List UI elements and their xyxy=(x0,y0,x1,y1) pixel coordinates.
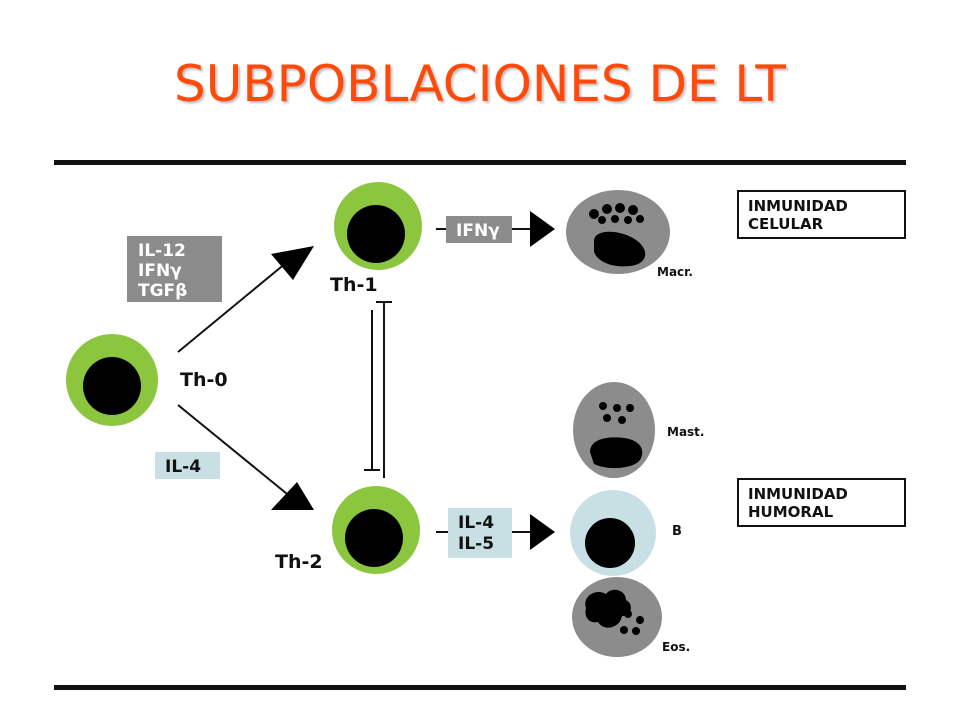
humoral-line1: INMUNIDAD xyxy=(748,485,848,503)
macrophage-cell xyxy=(566,190,670,274)
b-cell xyxy=(570,490,656,576)
bottom-rule xyxy=(54,685,906,690)
th2-product-box: IL-4 IL-5 xyxy=(448,508,512,558)
top-rule xyxy=(54,160,906,165)
inducer-ifng: IFNγ xyxy=(138,261,182,281)
th1-cell xyxy=(334,182,422,270)
th1-product-box: IFNγ xyxy=(446,216,512,243)
inducer-tgfb: TGFβ xyxy=(138,281,187,301)
product-ifng: IFNγ xyxy=(456,221,500,241)
mast-cell xyxy=(573,382,655,478)
th1-label: Th-1 xyxy=(330,274,378,296)
eos-label: Eos. xyxy=(662,640,690,654)
macr-label: Macr. xyxy=(657,265,693,279)
slide-title: SUBPOBLACIONES DE LT xyxy=(174,55,786,113)
th2-inducers-box: IL-4 xyxy=(155,452,220,479)
th0-label: Th-0 xyxy=(180,369,228,391)
b-label: B xyxy=(672,524,682,539)
cellular-line1: INMUNIDAD xyxy=(748,197,848,215)
inhibition-lines xyxy=(364,301,392,478)
product-il4: IL-4 xyxy=(458,513,494,533)
inducer-il12: IL-12 xyxy=(138,241,186,261)
cellular-immunity-box: INMUNIDAD CELULAR xyxy=(737,190,906,239)
eosinophil-cell xyxy=(572,577,662,657)
humoral-immunity-box: INMUNIDAD HUMORAL xyxy=(737,478,906,527)
humoral-line2: HUMORAL xyxy=(748,503,834,521)
th0-cell xyxy=(66,334,158,426)
cellular-line2: CELULAR xyxy=(748,215,824,233)
inducer-il4: IL-4 xyxy=(165,457,201,477)
th1-inducers-box: IL-12 IFNγ TGFβ xyxy=(127,236,222,302)
mast-label: Mast. xyxy=(667,425,704,439)
th2-cell xyxy=(332,486,420,574)
product-il5: IL-5 xyxy=(458,534,494,554)
arrow-th0-to-th2 xyxy=(177,404,314,510)
th2-label: Th-2 xyxy=(275,551,323,573)
arrow-th0-to-th1 xyxy=(177,246,314,353)
